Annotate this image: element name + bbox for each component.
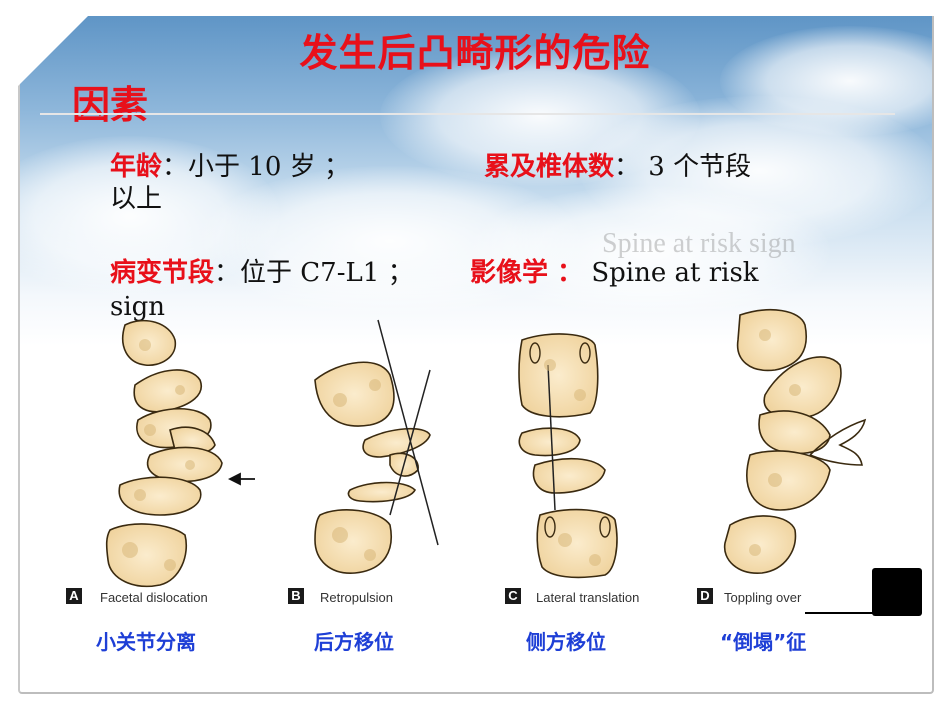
slide-frame [18,16,934,694]
factor-imaging-text: Spine at risk [583,258,759,288]
factor-levels-label: 累及椎体数 [484,152,615,182]
panel-d-caption: Toppling over [724,590,802,605]
slide-title: 发生后凸畸形的危险 [299,31,651,75]
panel-b-letter: B [288,588,304,604]
panel-a-cn-label: 小关节分离 [96,630,196,654]
panel-a-drawing [105,319,223,587]
factor-imaging: 影像学 ： Spine at risk [470,258,759,288]
panel-d-letter: D [697,588,713,604]
factor-imaging-wrap: sign [110,292,166,322]
factor-age: 年龄：小于 10 岁 ； [110,152,350,182]
arrow-icon [227,472,255,486]
black-box [872,568,922,616]
factor-levels-text: ： 3 个节段 [614,152,752,182]
panel-b-cn-label: 后方移位 [314,630,394,654]
watermark-text: Spine at risk sign [602,228,796,259]
panel-a-caption: Facetal dislocation [100,590,208,605]
spine-figure [105,309,867,587]
factor-levels-wrap: 以上 [110,184,163,214]
factor-age-text: ：小于 10 岁 ； [162,152,350,182]
factor-imaging-label: 影像学 ： [470,258,584,288]
panel-b-caption: Retropulsion [320,590,393,605]
factor-age-label: 年龄 [110,152,163,182]
panel-c-cn-label: 侧方移位 [526,630,606,654]
panel-b-drawing [314,319,439,574]
box-underline [805,612,873,614]
panel-c-letter: C [505,588,521,604]
slide-title-continued: 因素 [72,83,149,127]
factor-segment-label: 病变节段 [110,258,215,288]
factor-levels: 累及椎体数： 3 个节段 [484,152,751,182]
sky-background [20,16,932,346]
panel-d-cn-label: “倒塌”征 [720,630,807,654]
bone-spots [122,329,801,571]
panel-c-caption: Lateral translation [536,590,640,605]
panel-d-drawing [723,309,867,574]
panel-a-letter: A [66,588,82,604]
factor-segment-text: ：位于 C7-L1 ； [214,258,414,288]
factor-segment: 病变节段：位于 C7-L1 ； [110,258,414,288]
title-divider [40,113,895,115]
